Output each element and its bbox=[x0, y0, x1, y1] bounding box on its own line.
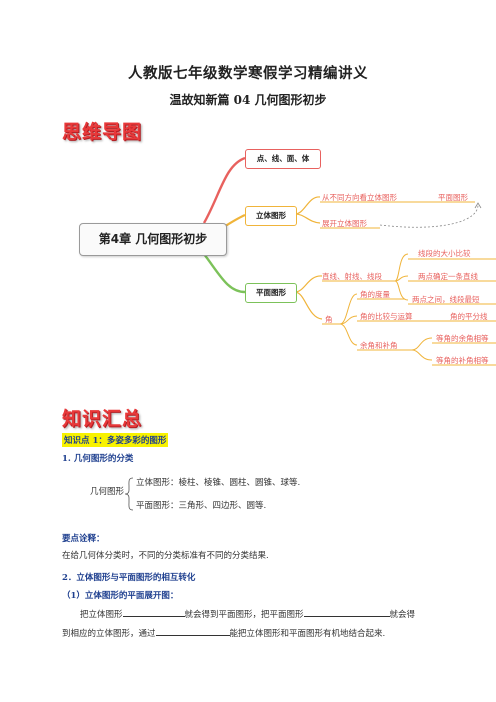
note-text: 在给几何体分类时，不同的分类标准有不同的分类结果. bbox=[62, 551, 269, 561]
classification-heading: 1. 几何图形的分类 bbox=[62, 454, 134, 464]
transform-heading: 2．立体图形与平面图形的相互转化 bbox=[62, 573, 196, 583]
classification-solid: 立体图形：棱柱、棱锥、圆柱、圆锥、球等. bbox=[136, 478, 301, 488]
note-heading: 要点诠释： bbox=[62, 534, 105, 544]
unfold-subheading: （1）立体图形的平面展开图： bbox=[62, 591, 179, 601]
brace-icon bbox=[124, 477, 134, 511]
summary-heading: 知识汇总 bbox=[62, 408, 143, 430]
unfold-line1-part2: 就会得到平面图形，把平面图形 bbox=[184, 610, 304, 620]
mindmap-center: 第4章 几何图形初步 bbox=[79, 223, 227, 256]
knowledge-point-label: 知识点 1：多姿多彩的图形 bbox=[62, 433, 169, 447]
mindmap-two-points-line: 两点确定一条直线 bbox=[418, 272, 478, 281]
connector-branch3 bbox=[203, 253, 246, 294]
unfold-line1-part1: 把立体图形 bbox=[80, 610, 123, 620]
mindmap-plane-target: 平面图形 bbox=[438, 193, 468, 202]
mindmap-angle-measure: 角的度量 bbox=[360, 290, 390, 299]
unfold-line2-part2: 能把立体图形和平面图形有机地结合起来. bbox=[229, 629, 386, 639]
unfold-line-2: 到相应的立体图形，通过 能把立体图形和平面图形有机地结合起来. bbox=[62, 626, 385, 639]
unfold-line-1: 把立体图形 就会得到平面图形，把平面图形 就会得 bbox=[80, 607, 415, 620]
mindmap-equal-complements: 等角的余角相等 bbox=[436, 334, 489, 343]
mindmap-branch-point-line: 点、线、面、体 bbox=[245, 149, 321, 169]
connector-branch1 bbox=[202, 156, 246, 224]
document-subtitle: 温故知新篇 04 几何图形初步 bbox=[169, 93, 327, 107]
dashed-arrow bbox=[379, 204, 479, 228]
mindmap-line-group: 直线、射线、线段 bbox=[322, 272, 382, 281]
mindmap-complement-supplement: 余角和补角 bbox=[360, 341, 398, 350]
mindmap-shortest-segment: 两点之间，线段最短 bbox=[412, 295, 480, 304]
fill-blank-1[interactable] bbox=[122, 607, 185, 617]
mindmap-unfold-solid: 展开立体图形 bbox=[322, 219, 367, 228]
mindmap-branch-solid: 立体图形 bbox=[245, 206, 297, 226]
mindmap-angle-group: 角 bbox=[325, 315, 333, 324]
mindmap-heading: 思维导图 bbox=[62, 121, 143, 143]
mindmap-angle-bisector: 角的平分线 bbox=[450, 312, 488, 321]
fill-blank-3[interactable] bbox=[155, 626, 230, 636]
mindmap-equal-supplements: 等角的补角相等 bbox=[436, 356, 489, 365]
fill-blank-2[interactable] bbox=[303, 607, 390, 617]
mindmap-segment-compare: 线段的大小比较 bbox=[418, 249, 471, 258]
unfold-line2-part1: 到相应的立体图形，通过 bbox=[62, 629, 156, 639]
document-title: 人教版七年级数学寒假学习精编讲义 bbox=[128, 65, 368, 82]
classification-plane: 平面图形：三角形、四边形、圆等. bbox=[136, 501, 267, 511]
mindmap-view-directions: 从不同方向看立体图形 bbox=[322, 193, 397, 202]
mindmap-branch-plane: 平面图形 bbox=[245, 283, 297, 303]
unfold-line1-part3: 就会得 bbox=[389, 610, 416, 620]
classification-root: 几何图形 bbox=[90, 487, 125, 497]
mindmap-angle-compare: 角的比较与运算 bbox=[360, 312, 413, 321]
